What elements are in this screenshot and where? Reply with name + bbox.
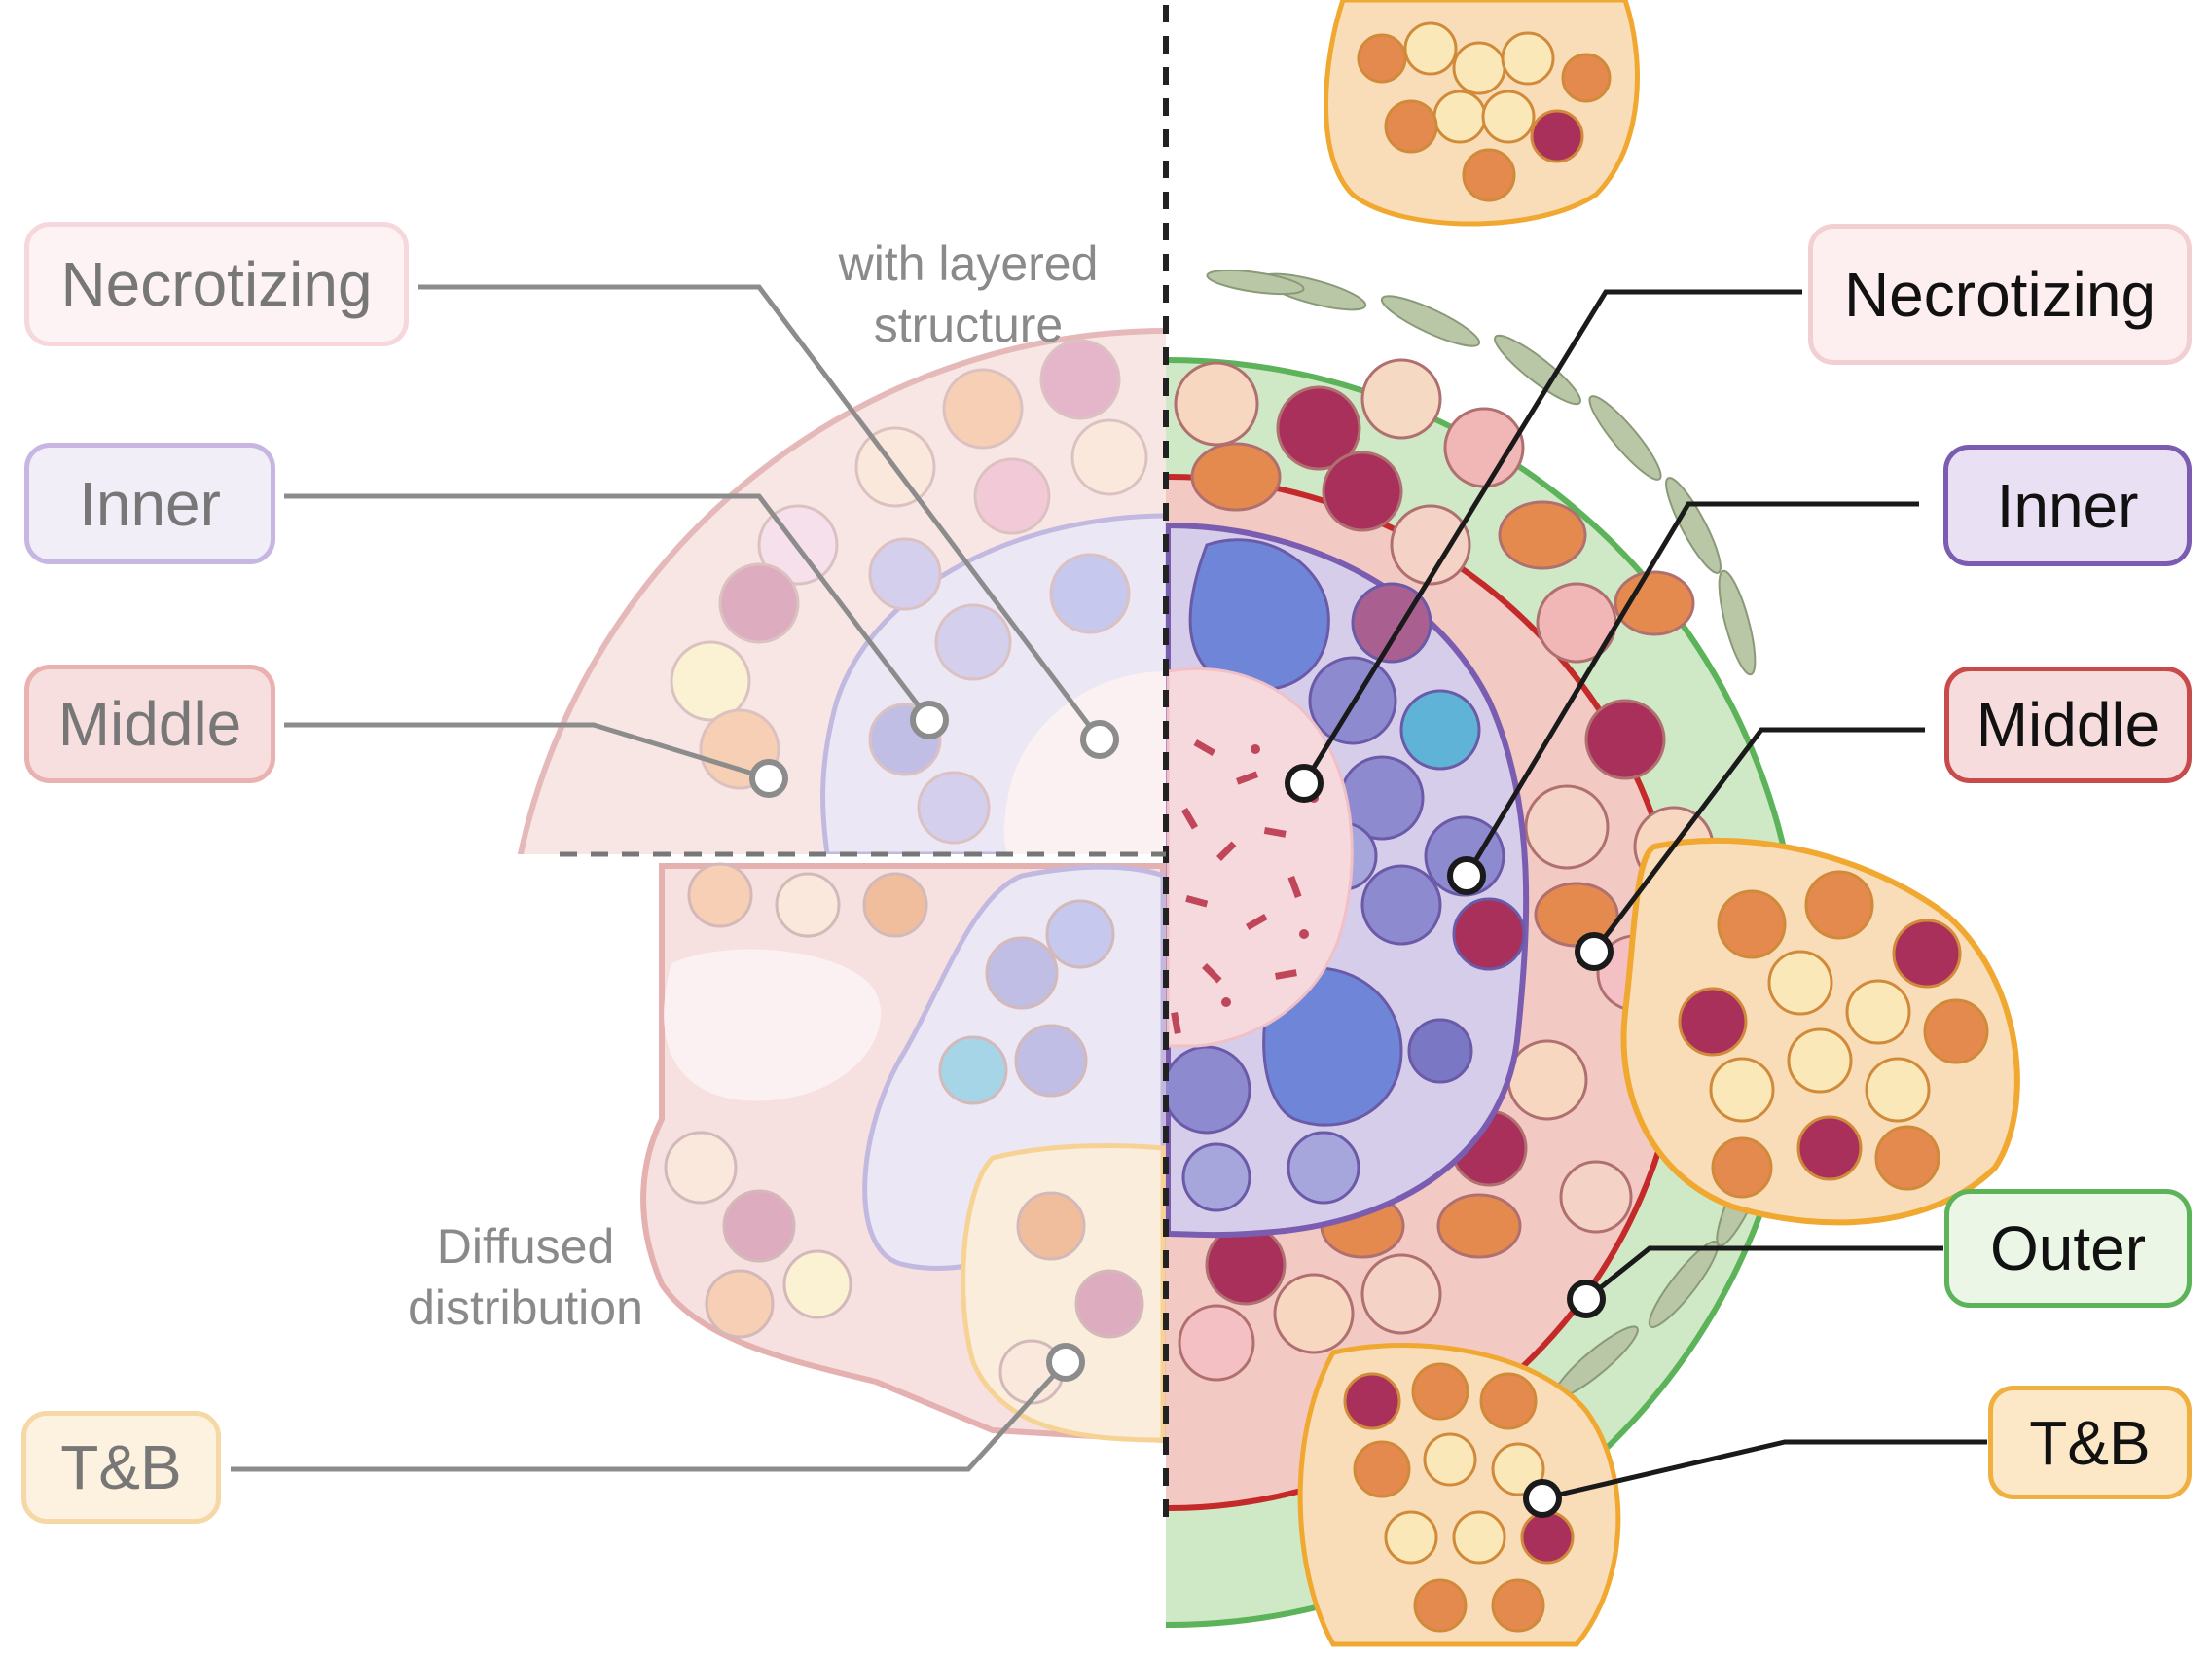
label-tb-left-text: T&B: [60, 1432, 182, 1502]
label-middle-right-text: Middle: [1976, 690, 2160, 760]
label-middle-left: Middle: [24, 665, 275, 783]
leader-outer-right: [1584, 1245, 1943, 1301]
label-middle-right: Middle: [1944, 667, 2192, 783]
leader-middle-left: [284, 722, 770, 781]
leader-middle-right: [1592, 727, 1925, 954]
label-tb-right-text: T&B: [2029, 1407, 2151, 1478]
marker-necrotizing-left: [1080, 720, 1119, 759]
annotation-diffused-line1: Diffused: [436, 1219, 615, 1274]
layered-granuloma-right: [1166, 269, 1803, 1628]
marker-middle-right: [1575, 932, 1614, 971]
label-tb-left: T&B: [21, 1411, 221, 1524]
marker-tb-left: [1046, 1343, 1085, 1382]
label-outer-right: Outer: [1944, 1189, 2192, 1308]
leader-lines-right: [1301, 289, 1987, 1501]
marker-middle-left: [749, 759, 788, 798]
label-tb-right: T&B: [1988, 1386, 2192, 1499]
necrotic-core-region: [1166, 667, 1354, 1048]
leader-necrotizing-right: [1301, 289, 1802, 785]
lymph-cluster-top: [1324, 0, 1640, 227]
label-inner-left-text: Inner: [79, 468, 221, 539]
marker-outer-right: [1567, 1280, 1606, 1318]
marker-inner-left: [910, 701, 949, 739]
leader-inner-left: [284, 493, 931, 722]
annotation-layered-line1: with layered: [838, 236, 1099, 291]
label-outer-right-text: Outer: [1989, 1213, 2147, 1283]
label-inner-right: Inner: [1943, 445, 2192, 566]
marker-tb-right: [1523, 1479, 1562, 1518]
diffused-granuloma-left: [640, 862, 1166, 1444]
leader-necrotizing-left: [418, 284, 1102, 741]
annotation-diffused-line2: distribution: [408, 1280, 643, 1335]
leader-tb-right: [1541, 1439, 1987, 1501]
label-necrotizing-right-text: Necrotizing: [1843, 259, 2157, 330]
annotation-diffused-distribution: Diffused distribution: [380, 1216, 671, 1338]
leader-tb-left: [231, 1360, 1068, 1472]
leader-inner-right: [1464, 501, 1919, 878]
leader-endpoints-left: [749, 701, 1119, 1382]
label-necrotizing-right: Necrotizing: [1808, 224, 2192, 365]
lymph-cluster-bottom: [1297, 1343, 1621, 1647]
label-necrotizing-left-text: Necrotizing: [60, 249, 373, 319]
annotation-layered-structure: with layered structure: [808, 234, 1129, 355]
leader-lines-left: [231, 284, 1102, 1472]
annotation-layered-line2: structure: [873, 297, 1064, 352]
layered-granuloma-left-faded: [518, 328, 1166, 854]
label-inner-right-text: Inner: [1996, 470, 2139, 541]
marker-inner-right: [1447, 856, 1486, 895]
label-necrotizing-left: Necrotizing: [24, 222, 409, 346]
label-inner-left: Inner: [24, 443, 275, 564]
inner-layer-cells: [1166, 538, 1526, 1212]
lymph-cluster-right: [1620, 837, 2020, 1226]
label-middle-left-text: Middle: [57, 689, 242, 759]
marker-necrotizing-right: [1285, 764, 1324, 803]
leader-endpoints-right: [1285, 764, 1614, 1518]
